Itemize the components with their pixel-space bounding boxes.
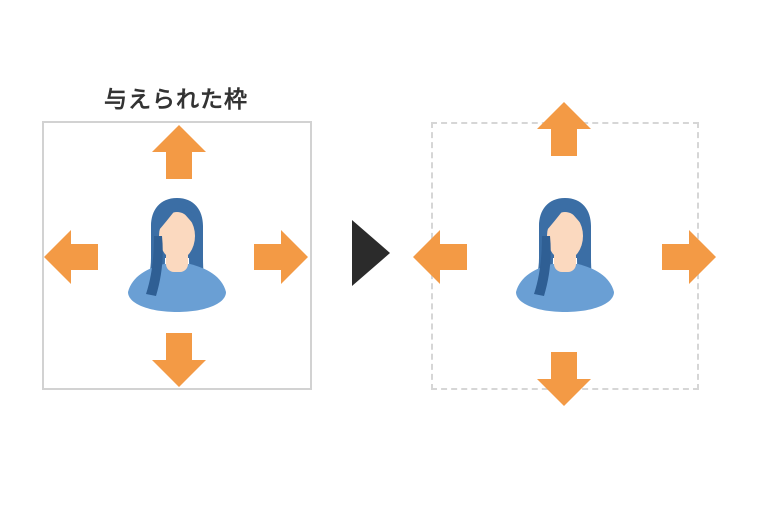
given-frame-title: 与えられた枠 (104, 87, 248, 113)
arrow-up-icon (537, 102, 591, 156)
play-triangle-icon (352, 220, 390, 286)
arrow-down-icon (537, 352, 591, 406)
arrow-down-icon (152, 333, 206, 387)
person-icon (516, 198, 614, 312)
arrow-up-icon (152, 125, 206, 179)
arrow-left-icon (44, 230, 98, 284)
arrow-right-icon (662, 230, 716, 284)
arrow-right-icon (254, 230, 308, 284)
person-icon (128, 198, 226, 312)
arrow-left-icon (413, 230, 467, 284)
given-frame-border (42, 121, 312, 390)
